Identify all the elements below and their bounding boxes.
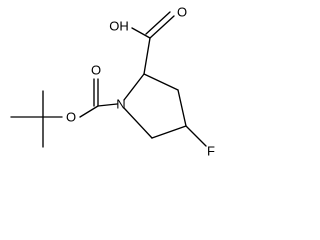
bond-carboxyl-c-oh xyxy=(131,27,151,39)
bond-carbonyl-c-ester-o xyxy=(79,105,99,118)
label-fluorine: F xyxy=(207,144,215,159)
bond-ring-c5-n xyxy=(123,107,153,139)
label-hydroxyl: OH xyxy=(109,19,129,34)
label-ring-nitrogen: N xyxy=(116,97,125,112)
label-ester-oxygen: O xyxy=(66,110,76,125)
bond-carboxyl-c-o-double-b xyxy=(145,11,171,35)
bond-n-carbonyl-c xyxy=(97,103,118,107)
bond-c2-carboxyl-c xyxy=(143,37,151,75)
bond-carboxyl-c-o-double-a xyxy=(149,15,175,39)
label-acid-carbonyl-oxygen: O xyxy=(177,5,187,20)
molecule-structure: OH O O O N F xyxy=(10,5,215,159)
bond-c4-f xyxy=(185,125,207,147)
bond-ring-c4-c5 xyxy=(151,125,187,139)
label-carbamate-carbonyl-oxygen: O xyxy=(91,63,101,78)
bond-ring-c3-c4 xyxy=(177,89,187,127)
bond-ring-n-c2 xyxy=(123,73,145,101)
bond-ring-c2-c3 xyxy=(143,73,179,91)
